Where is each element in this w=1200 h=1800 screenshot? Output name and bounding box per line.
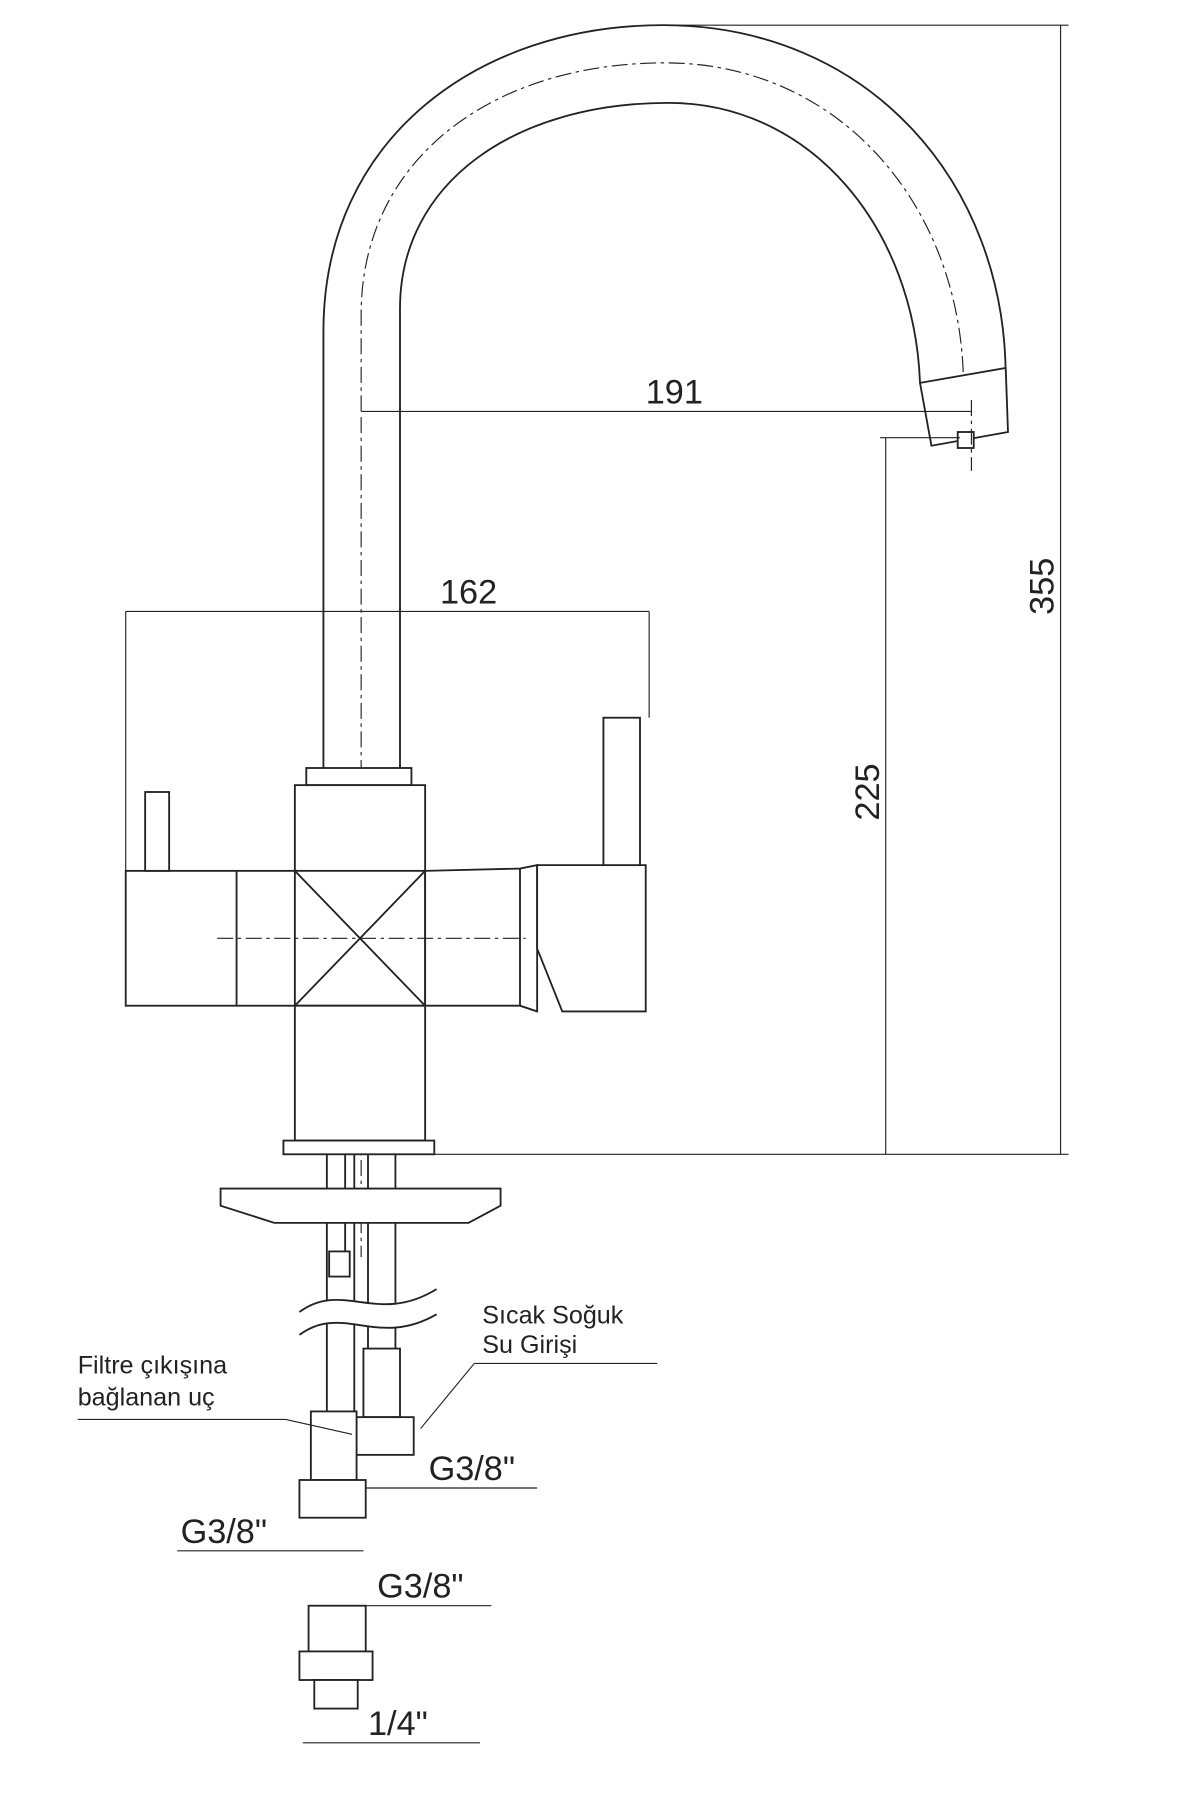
dim-spout-reach: 191	[646, 373, 703, 411]
mounting-hardware	[219, 1154, 502, 1710]
faucet-body	[124, 716, 647, 1156]
dim-total-height: 355	[1024, 558, 1062, 615]
dim-filter-thread: G3/8"	[181, 1513, 267, 1551]
hot-cold-inlet-label-1: Sıcak Soğuk	[482, 1301, 623, 1329]
dimension-lines	[77, 24, 1069, 1744]
dim-adapter-outlet: 1/4"	[368, 1705, 428, 1743]
filter-outlet-label-1: Filtre çıkışına	[78, 1352, 227, 1380]
hot-cold-inlet-label-2: Su Girişi	[482, 1331, 577, 1359]
dim-body-width: 162	[440, 573, 497, 611]
filter-outlet-label-2: bağlanan uç	[78, 1384, 215, 1412]
spout	[322, 24, 1009, 768]
dim-inlet-thread: G3/8"	[429, 1450, 515, 1488]
dim-adapter-thread: G3/8"	[377, 1568, 463, 1606]
dim-spout-height: 225	[849, 763, 887, 820]
